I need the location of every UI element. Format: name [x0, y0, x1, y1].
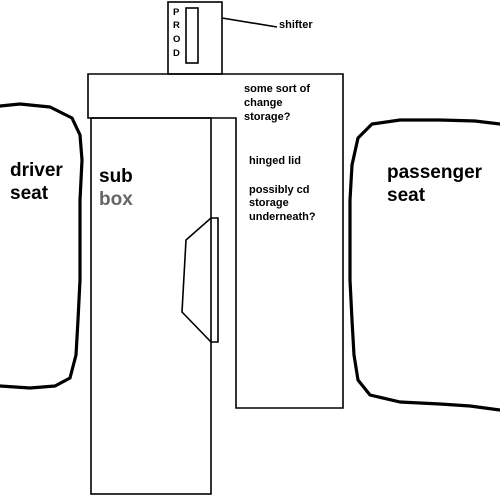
console-outline	[87, 73, 344, 409]
gear-letter-r: R	[173, 20, 180, 31]
gear-letter-d: D	[173, 48, 180, 59]
driver-seat-outline	[0, 102, 84, 390]
passenger-seat-label-line1: passenger	[387, 162, 483, 183]
sub-box	[90, 117, 212, 495]
shifter-pointer-line	[221, 17, 278, 28]
shifter-slot	[185, 7, 199, 64]
sub-box-port	[181, 217, 219, 343]
cd-storage-label-line2: storage	[249, 197, 289, 209]
gear-letter-p: P	[173, 7, 180, 18]
cd-storage-label-line3: underneath?	[249, 211, 316, 223]
cd-storage-label-line1: possibly cd	[249, 184, 310, 196]
hinged-lid-label: hinged lid	[249, 155, 301, 167]
change-storage-label-line1: some sort of	[244, 83, 310, 95]
change-storage-label-line2: change	[244, 97, 283, 109]
sub-box-label-line2: box	[99, 189, 133, 210]
passenger-seat-outline	[348, 118, 500, 412]
passenger-seat-label-line2: seat	[387, 185, 426, 206]
shifter-label: shifter	[279, 19, 313, 31]
driver-seat-label-line2: seat	[10, 183, 49, 204]
change-storage-label-line3: storage?	[244, 111, 291, 123]
sub-box-label-line1: sub	[99, 166, 133, 187]
gear-letter-o: O	[173, 34, 180, 45]
driver-seat-label-line1: driver	[10, 160, 63, 181]
